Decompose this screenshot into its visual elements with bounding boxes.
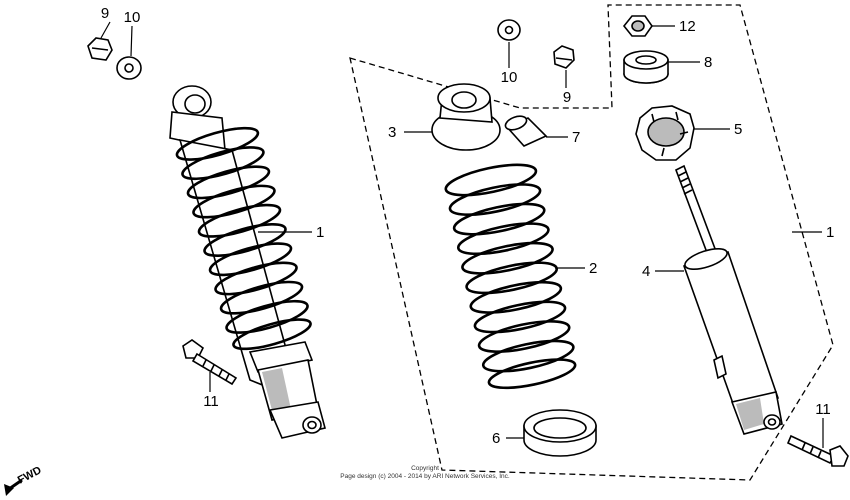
- fwd-label: FWD: [16, 464, 44, 486]
- callout-left-nut: 9: [101, 5, 109, 22]
- top-nut-12[interactable]: [622, 15, 653, 37]
- stopper-plate-5[interactable]: [635, 105, 695, 161]
- collar-7[interactable]: [504, 114, 548, 147]
- callout-lower-seat: 6: [492, 430, 500, 447]
- lower-seat-6[interactable]: [523, 409, 597, 457]
- callout-left-washer: 10: [124, 9, 141, 26]
- callout-mid-nut: 9: [563, 89, 571, 106]
- mid-washer-10[interactable]: [497, 19, 521, 41]
- callout-right-bolt: 11: [815, 401, 831, 418]
- mid-nut-9[interactable]: [553, 45, 575, 69]
- callout-collar: 7: [572, 129, 580, 146]
- rubber-bush-8[interactable]: [623, 50, 669, 84]
- left-washer-10[interactable]: [116, 56, 142, 80]
- left-shock-absorber[interactable]: [169, 85, 326, 439]
- callout-left-shock: 1: [316, 224, 324, 241]
- callout-right-assy: 1: [826, 224, 834, 241]
- fwd-arrow-icon: [4, 478, 23, 496]
- assembly-boundary: [349, 4, 834, 481]
- spring-2[interactable]: [443, 159, 579, 394]
- callout-stopper-plate: 5: [734, 121, 742, 138]
- left-nut-9[interactable]: [87, 37, 113, 61]
- callout-top-nut: 12: [679, 18, 696, 35]
- copyright-line-2: Page design (c) 2004 - 2014 by ARI Netwo…: [340, 473, 510, 480]
- copyright-line-1: Copyright: [411, 465, 439, 472]
- left-bolt-11[interactable]: [182, 339, 238, 386]
- damper-4[interactable]: [674, 164, 783, 435]
- spring-seat-3[interactable]: [431, 83, 501, 151]
- callout-rubber-bush: 8: [704, 54, 712, 71]
- callout-spring-seat: 3: [388, 124, 396, 141]
- callout-mid-washer: 10: [501, 69, 518, 86]
- callout-damper: 4: [642, 263, 650, 280]
- right-bolt-11[interactable]: [786, 434, 849, 467]
- callout-left-bolt: 11: [203, 393, 219, 410]
- callout-spring: 2: [589, 260, 597, 277]
